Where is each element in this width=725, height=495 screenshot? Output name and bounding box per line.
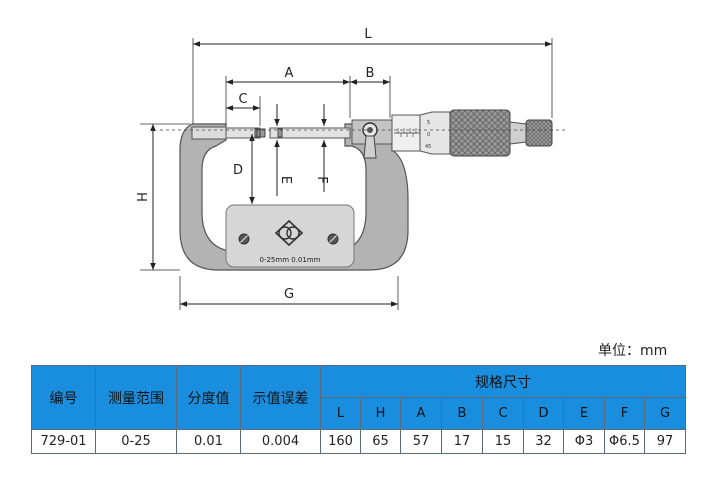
dim-label-F: F (314, 176, 329, 183)
cell-range: 0-25 (95, 429, 177, 454)
lock-lever (363, 135, 377, 159)
header-spec-F: F (604, 397, 645, 430)
thimble-scale-0: 0 (427, 132, 430, 138)
cell-spec-C: 15 (482, 429, 524, 454)
header-spec-G: G (643, 397, 687, 430)
dim-label-D: D (233, 163, 243, 178)
header-error: 示值误差 (240, 365, 321, 430)
cell-spec-A: 57 (400, 429, 442, 454)
dim-label-E: E (278, 176, 293, 184)
cell-spec-B: 17 (441, 429, 483, 454)
cell-error: 0.004 (240, 429, 321, 454)
cell-spec-F: Φ6.5 (604, 429, 645, 454)
cell-spec-L: 160 (320, 429, 361, 454)
micrometer-diagram: 0-25mm 0.01mm 5 0 45 (136, 27, 565, 310)
header-range: 测量范围 (95, 365, 177, 430)
dim-label-A: A (285, 66, 294, 81)
ratchet-neck (509, 121, 527, 145)
unit-label: 单位：mm (598, 343, 668, 359)
dim-label-H: H (136, 192, 151, 202)
cell-model: 729-01 (31, 429, 96, 454)
anvil (191, 126, 227, 140)
cell-spec-E: Φ3 (563, 429, 605, 454)
spec-table: 编号 测量范围 分度值 示值误差 规格尺寸 L H A B C D E F G … (31, 365, 687, 454)
dim-label-C: C (238, 92, 247, 107)
cell-spec-G: 97 (643, 429, 687, 454)
header-spec-C: C (482, 397, 524, 430)
brand-logo (274, 219, 304, 247)
header-spec-group: 规格尺寸 (319, 365, 687, 398)
cell-resolution: 0.01 (176, 429, 241, 454)
header-spec-L: L (320, 397, 361, 430)
header-model: 编号 (31, 365, 96, 430)
frame-marking: 0-25mm 0.01mm (260, 256, 321, 264)
dim-label-L: L (364, 27, 372, 42)
thimble-knurled-grip (449, 109, 511, 157)
cell-spec-D: 32 (523, 429, 564, 454)
header-spec-A: A (400, 397, 442, 430)
table-row: 729-01 0-25 0.01 0.004 160 65 57 17 15 3… (31, 429, 687, 454)
header-spec-H: H (360, 397, 401, 430)
header-spec-D: D (523, 397, 564, 430)
header-resolution: 分度值 (176, 365, 241, 430)
thimble-scale-5: 5 (427, 120, 430, 126)
table-header-row: 编号 测量范围 分度值 示值误差 规格尺寸 (31, 365, 687, 430)
dim-label-B: B (366, 66, 375, 81)
cell-spec-H: 65 (360, 429, 401, 454)
header-spec-B: B (441, 397, 483, 430)
dim-label-G: G (284, 287, 294, 302)
spindle (269, 127, 351, 139)
thimble-scale-45: 45 (425, 144, 431, 150)
header-spec-E: E (563, 397, 605, 430)
ratchet-stop (525, 119, 553, 147)
